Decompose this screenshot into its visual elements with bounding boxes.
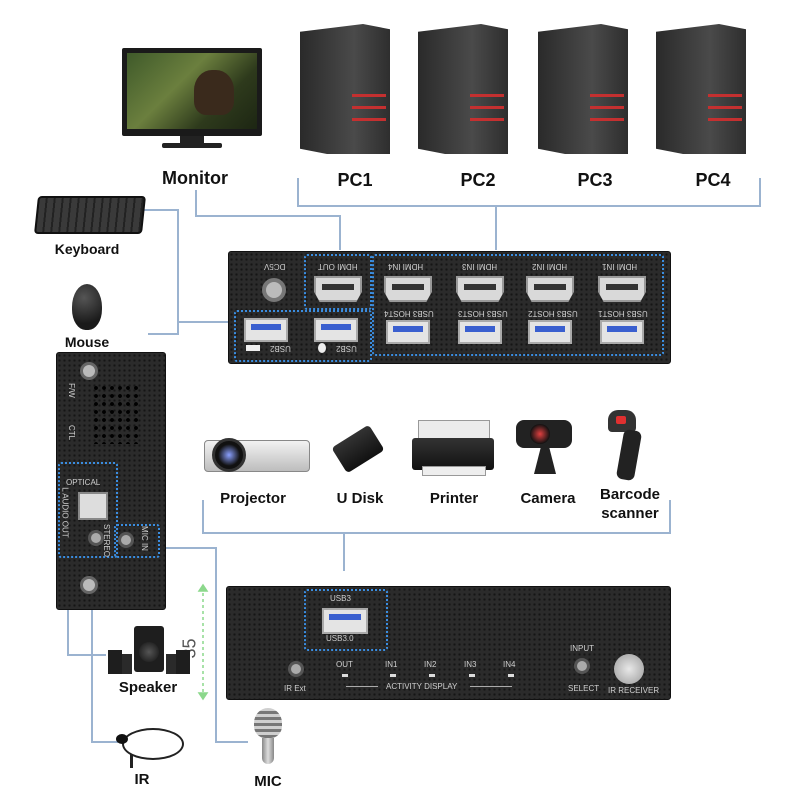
side-screw-top: [80, 362, 98, 380]
mic-jack: [118, 532, 134, 548]
monitor-image: [122, 48, 262, 148]
hdmi-in1-port: [598, 276, 646, 302]
pc4-label: PC4: [695, 170, 731, 190]
input-label: INPUT: [570, 644, 594, 653]
fw-label: F/W: [66, 383, 76, 398]
usb-host4-label: USB3 HOST4: [384, 309, 434, 318]
usb-host3-port: [458, 320, 502, 344]
hdmi-out-label: HDMI OUT: [318, 262, 358, 271]
usb-host4-port: [386, 320, 430, 344]
printer-label: Printer: [429, 490, 479, 507]
in2-led: [429, 674, 435, 677]
barcode-label-line1: Barcode: [599, 486, 661, 503]
activity-line-left: [346, 686, 378, 687]
usb-host2-label: USB3 HOST2: [528, 309, 578, 318]
hdmi-in3-label: HDMI IN3: [462, 262, 498, 271]
ir-receiver: [614, 654, 644, 684]
monitor-label: Monitor: [162, 168, 228, 188]
projector-image: [204, 434, 310, 474]
front-usb3-bottom-label: USB3.0: [326, 634, 354, 643]
mic-label: MIC: [254, 773, 282, 790]
ir-receiver-label: IR RECEIVER: [608, 686, 660, 695]
pc3-image: [538, 24, 628, 154]
ctl-label: CTL: [67, 424, 77, 441]
hdmi-in3-port: [456, 276, 504, 302]
pc2-label: PC2: [460, 170, 496, 190]
front-usb-frame: [304, 589, 388, 651]
side-vent: [92, 384, 140, 444]
front-panel: [226, 586, 671, 700]
activity-line-right: [470, 686, 512, 687]
out-label: OUT: [336, 660, 353, 669]
usb-front-label-2: USB2: [336, 344, 357, 353]
pc3-label: PC3: [577, 170, 613, 190]
keyboard-label: Keyboard: [54, 241, 120, 257]
select-label: SELECT: [568, 684, 600, 693]
mic-in-label: MIC IN: [139, 526, 149, 551]
usb-keyboard-port: [244, 318, 288, 342]
usb-host1-port: [600, 320, 644, 344]
in4-led: [508, 674, 514, 677]
hdmi-in4-label: HDMI IN4: [388, 262, 424, 271]
dc-jack: [262, 278, 286, 302]
hdmi-out-port: [314, 276, 362, 302]
projector-label: Projector: [220, 490, 286, 507]
audio-frame: [58, 462, 118, 558]
ir-ext-jack: [288, 661, 304, 677]
mouse-image: [72, 284, 102, 330]
speaker-image: [108, 626, 190, 676]
keyboard-mini-icon: [246, 345, 260, 351]
ir-ext-label: IR Ext: [284, 684, 306, 693]
hdmi-in1-label: HDMI IN1: [602, 262, 638, 271]
mouse-mini-icon: [318, 343, 326, 353]
hdmi-in2-label: HDMI IN2: [532, 262, 568, 271]
l-audio-out-label: L AUDIO OUT: [60, 487, 70, 538]
barcode-label-line2: scanner: [601, 505, 659, 522]
in1-label: IN1: [385, 660, 398, 669]
optical-label: OPTICAL: [66, 478, 101, 487]
stereo-jack: [88, 530, 104, 546]
usb-host1-label: USB3 HOST1: [598, 309, 648, 318]
usb-host2-port: [528, 320, 572, 344]
hdmi-in-frame: [372, 254, 664, 356]
rear-panel: [228, 251, 671, 364]
hdmi-in4-port: [384, 276, 432, 302]
barcode-scanner-image: [606, 410, 646, 482]
front-usb3-port: [322, 608, 368, 634]
usb-mouse-port: [314, 318, 358, 342]
in3-label: IN3: [464, 660, 477, 669]
usb-front-label-1: USB2: [270, 344, 291, 353]
hdmi-out-frame: [304, 254, 372, 310]
speaker-label: Speaker: [118, 679, 178, 696]
mouse-label: Mouse: [64, 334, 110, 350]
mic-image: [250, 708, 286, 770]
front-usb3-top-label: USB3: [330, 594, 351, 603]
in4-label: IN4: [503, 660, 516, 669]
udisk-label: U Disk: [336, 490, 384, 507]
side-screw-bottom: [80, 576, 98, 594]
dc-label: DC5V: [264, 262, 286, 271]
pc2-image: [418, 24, 508, 154]
usb-host3-label: USB3 HOST3: [458, 309, 508, 318]
input-select-button[interactable]: [574, 658, 590, 674]
in3-led: [469, 674, 475, 677]
ir-cable-image: [116, 724, 186, 768]
out-led: [342, 674, 348, 677]
pc4-image: [656, 24, 746, 154]
printer-image: [412, 420, 494, 478]
pc1-image: [300, 24, 390, 154]
activity-display-label: ACTIVITY DISPLAY: [386, 682, 458, 691]
keyboard-image: [34, 196, 146, 234]
hdmi-in2-port: [526, 276, 574, 302]
camera-label: Camera: [520, 490, 576, 507]
ir-label: IR: [134, 771, 150, 788]
optical-port: [78, 492, 108, 520]
pc1-label: PC1: [337, 170, 373, 190]
usb-front-frame: [234, 310, 372, 362]
camera-image: [516, 420, 576, 476]
mic-frame: [114, 524, 160, 558]
in2-label: IN2: [424, 660, 437, 669]
in1-led: [390, 674, 396, 677]
